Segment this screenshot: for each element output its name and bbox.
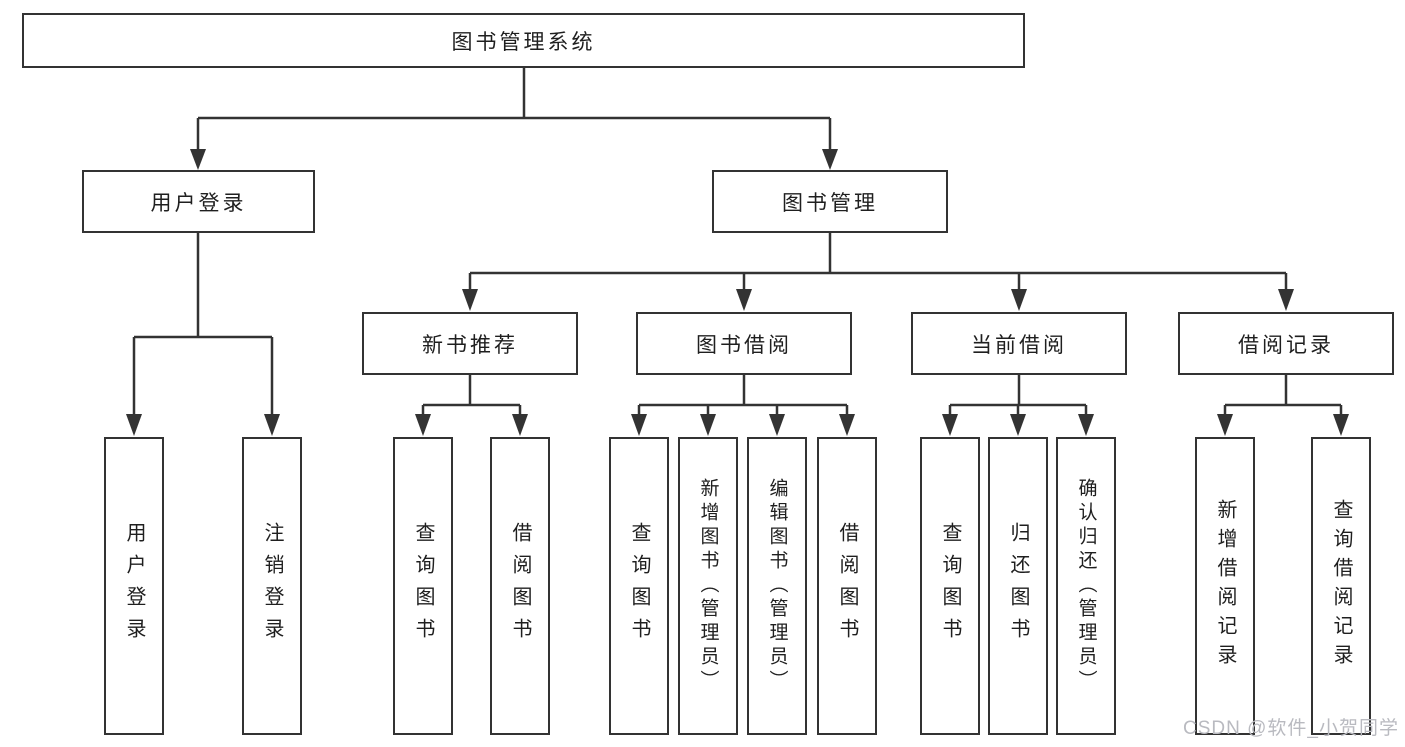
leaf-add-borrow-record-label: 新增借阅记录 xyxy=(1214,499,1236,673)
node-new-book-recommendation: 新书推荐 xyxy=(362,312,578,375)
node-book-borrowing: 图书借阅 xyxy=(636,312,852,375)
leaf-confirm-return-admin: 确认归还（管理员） xyxy=(1056,437,1116,735)
leaf-query-books-recommend: 查询图书 xyxy=(393,437,453,735)
node-new-book-recommendation-label: 新书推荐 xyxy=(422,333,518,357)
leaf-query-books-borrow: 查询图书 xyxy=(609,437,669,735)
leaf-add-borrow-record: 新增借阅记录 xyxy=(1195,437,1255,735)
leaf-user-login-label: 用户登录 xyxy=(123,522,145,650)
leaf-return-book: 归还图书 xyxy=(988,437,1048,735)
leaf-query-books-current: 查询图书 xyxy=(920,437,980,735)
leaf-return-book-label: 归还图书 xyxy=(1007,522,1029,650)
leaf-query-borrow-record-label: 查询借阅记录 xyxy=(1330,499,1352,673)
node-root: 图书管理系统 xyxy=(22,13,1025,68)
leaf-query-books-current-label: 查询图书 xyxy=(939,522,961,650)
node-borrowing-records: 借阅记录 xyxy=(1178,312,1394,375)
leaf-query-books-recommend-label: 查询图书 xyxy=(412,522,434,650)
node-book-management: 图书管理 xyxy=(712,170,948,233)
node-user-login-label: 用户登录 xyxy=(150,191,247,215)
leaf-borrow-books-recommend-label: 借阅图书 xyxy=(509,522,531,650)
leaf-borrow-books-recommend: 借阅图书 xyxy=(490,437,550,735)
leaf-query-books-borrow-label: 查询图书 xyxy=(628,522,650,650)
node-book-management-label: 图书管理 xyxy=(782,191,878,215)
leaf-add-book-admin: 新增图书（管理员） xyxy=(678,437,738,735)
leaf-logout: 注销登录 xyxy=(242,437,302,735)
leaf-edit-book-admin-label: 编辑图书（管理员） xyxy=(766,478,788,694)
leaf-query-borrow-record: 查询借阅记录 xyxy=(1311,437,1371,735)
node-current-borrowing-label: 当前借阅 xyxy=(971,333,1067,357)
leaf-confirm-return-admin-label: 确认归还（管理员） xyxy=(1075,478,1097,694)
node-user-login: 用户登录 xyxy=(82,170,315,233)
node-current-borrowing: 当前借阅 xyxy=(911,312,1127,375)
watermark-text: CSDN @软件_小贺同学 xyxy=(1183,718,1399,739)
leaf-edit-book-admin: 编辑图书（管理员） xyxy=(747,437,807,735)
node-borrowing-records-label: 借阅记录 xyxy=(1238,333,1334,357)
node-book-borrowing-label: 图书借阅 xyxy=(696,333,792,357)
leaf-add-book-admin-label: 新增图书（管理员） xyxy=(697,478,719,694)
leaf-borrow-books-borrow: 借阅图书 xyxy=(817,437,877,735)
leaf-borrow-books-borrow-label: 借阅图书 xyxy=(836,522,858,650)
leaf-user-login: 用户登录 xyxy=(104,437,164,735)
leaf-logout-label: 注销登录 xyxy=(261,522,283,650)
node-root-label: 图书管理系统 xyxy=(451,30,596,54)
